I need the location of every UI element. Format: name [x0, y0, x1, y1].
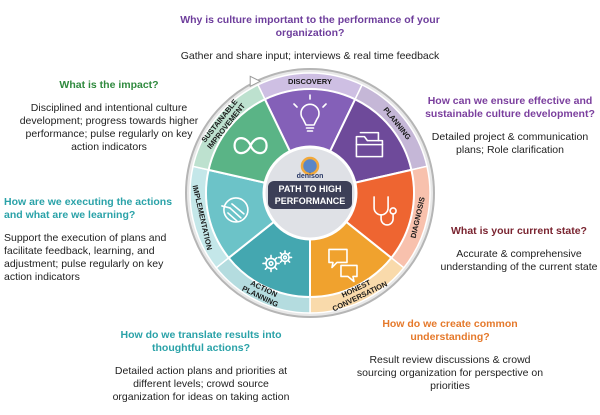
action-planning-callout: How do we translate results into thought… — [112, 318, 290, 415]
implementation-callout: How are we executing the actions and wha… — [4, 185, 184, 295]
diagnosis-question: What is your current state? — [451, 224, 587, 237]
implementation-question: How are we executing the actions and wha… — [4, 195, 173, 221]
logo-text: denison — [297, 173, 324, 180]
segment-label-discovery: DISCOVERY — [288, 77, 332, 86]
honest-conversation-description: Result review discussions & crowd sourci… — [356, 354, 544, 392]
honest-conversation-callout: How do we create common understanding? R… — [356, 307, 544, 404]
diagnosis-description: Accurate & comprehensive understanding o… — [440, 248, 598, 273]
diagnosis-callout: What is your current state? Accurate & c… — [440, 214, 598, 285]
planning-callout: How can we ensure effective and sustaina… — [424, 84, 596, 168]
stethoscope-icon — [373, 196, 397, 226]
impact-description: Disciplined and intentional culture deve… — [19, 102, 199, 153]
action-planning-description: Detailed action plans and priorities at … — [112, 365, 290, 403]
gears-icon — [262, 250, 293, 273]
infinity-icon — [233, 137, 268, 155]
center-title-line1: PATH TO HIGH — [279, 184, 342, 194]
discovery-description: Gather and share input; interviews & rea… — [180, 50, 440, 62]
folder-icon — [355, 131, 384, 158]
action-planning-question: How do we translate results into thought… — [120, 328, 282, 354]
cycle-arrow-icon — [249, 75, 262, 88]
segment-icons — [221, 94, 397, 283]
hand-pointer-icon — [221, 197, 249, 223]
planning-description: Detailed project & communication plans; … — [431, 131, 589, 156]
discovery-question: Why is culture important to the performa… — [180, 13, 440, 39]
discovery-callout: Why is culture important to the performa… — [180, 3, 440, 74]
denison-logo-icon — [300, 156, 320, 176]
impact-callout: What is the impact? Disciplined and inte… — [16, 68, 202, 165]
center-title-line2: PERFORMANCE — [275, 196, 346, 206]
speech-bubbles-icon — [328, 248, 358, 283]
implementation-description: Support the execution of plans and facil… — [4, 232, 167, 283]
lightbulb-icon — [293, 94, 327, 132]
impact-question: What is the impact? — [59, 78, 159, 91]
center-title-box — [268, 181, 352, 209]
honest-conversation-question: How do we create common understanding? — [382, 317, 518, 343]
center-hub: denison PATH TO HIGH PERFORMANCE — [262, 145, 358, 241]
planning-question: How can we ensure effective and sustaina… — [425, 94, 595, 120]
